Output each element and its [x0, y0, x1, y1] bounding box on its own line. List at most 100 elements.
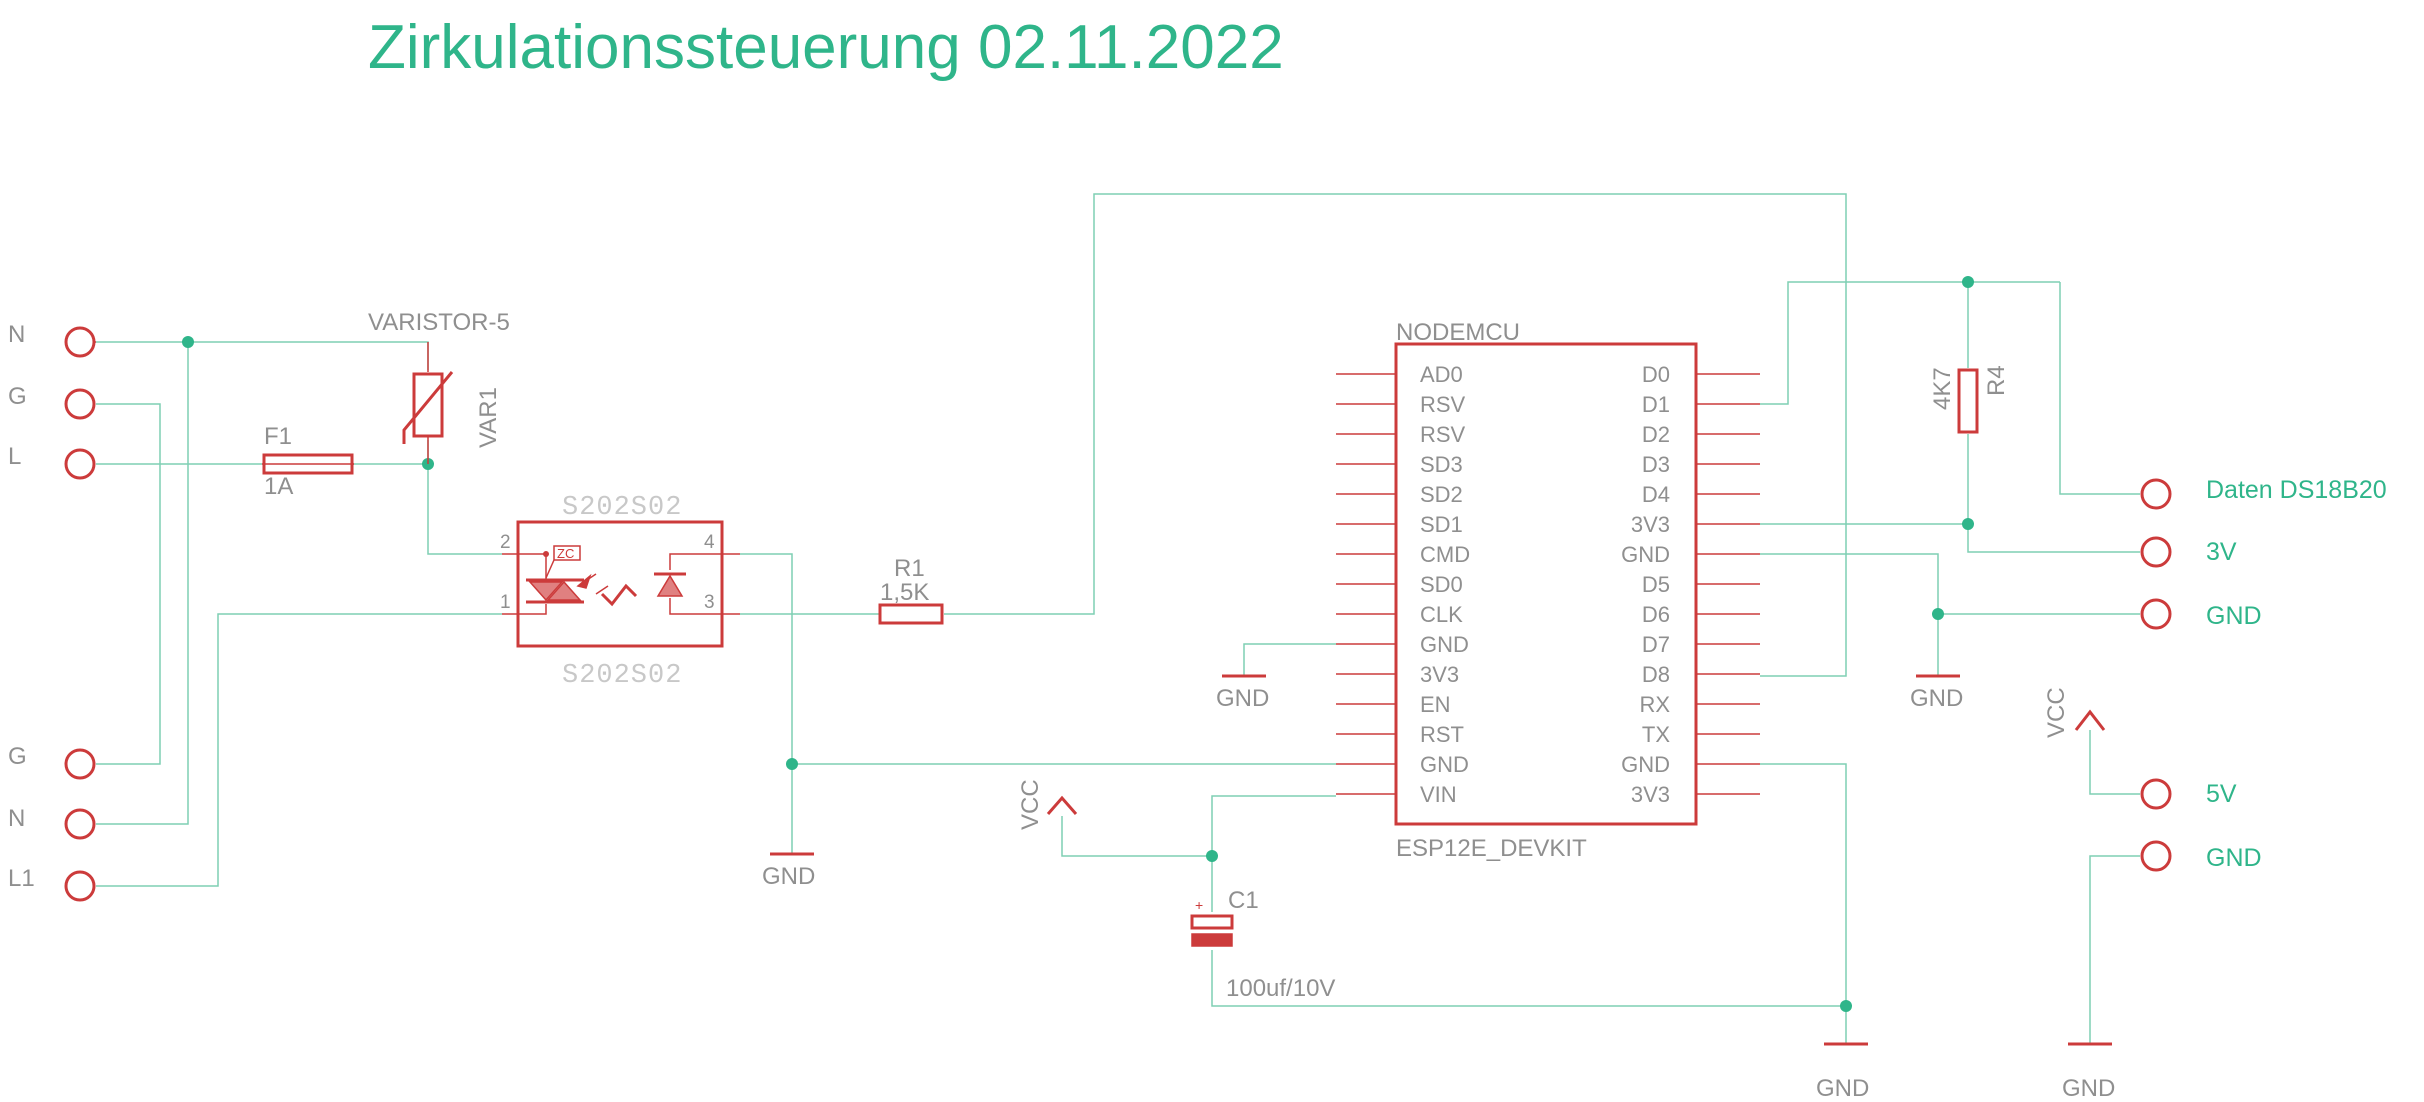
terminal-gnd-bottom[interactable]: GND: [2140, 840, 2262, 872]
r4-value: 4K7: [1929, 367, 1956, 410]
varistor-var1[interactable]: VARISTOR-5 VAR1: [368, 309, 510, 464]
ssr-pin-3: 3: [704, 592, 715, 613]
r1-name: R1: [894, 555, 925, 582]
schematic-title: Zirkulationssteuerung 02.11.2022: [368, 13, 1284, 82]
gnd-symbol-ssr: GND: [762, 852, 815, 890]
mcu-pin-label: RX: [1639, 692, 1670, 717]
ssr-pin-4: 4: [704, 532, 715, 553]
ssr-s202s02[interactable]: S202S02 S202S02 2 1 4 3 ZC: [500, 493, 740, 691]
mcu-pin-label: 3V3: [1631, 782, 1670, 807]
terminal-label: 3V: [2206, 538, 2237, 566]
terminal-n-top[interactable]: N: [8, 321, 96, 358]
varistor-value: VARISTOR-5: [368, 309, 510, 336]
ssr-label-bottom: S202S02: [562, 661, 682, 691]
mcu-pin-label: SD3: [1420, 452, 1463, 477]
mcu-pin-label: CMD: [1420, 542, 1470, 567]
varistor-name: VAR1: [475, 387, 502, 448]
mcu-pin-label: D0: [1642, 362, 1670, 387]
c1-polarity: +: [1195, 897, 1203, 913]
ssr-label-top: S202S02: [562, 493, 682, 523]
r1-value: 1,5K: [880, 579, 929, 606]
mcu-pin-label: EN: [1420, 692, 1451, 717]
vcc-label: VCC: [2043, 687, 2070, 738]
mcu-pin-label: 3V3: [1631, 512, 1670, 537]
vcc-symbol-cap: VCC: [1017, 779, 1078, 830]
mcu-pin-label: GND: [1621, 542, 1670, 567]
right-terminals: Daten DS18B20 3V GND 5V GND: [2140, 476, 2387, 872]
terminal-label: 5V: [2206, 780, 2237, 808]
ssr-pin-1: 1: [500, 592, 511, 613]
terminal-gnd-top[interactable]: GND: [2140, 598, 2262, 630]
c1-value: 100uf/10V: [1226, 975, 1335, 1002]
terminal-label: G: [8, 383, 27, 410]
mcu-pin-label: RST: [1420, 722, 1464, 747]
ssr-pin-2: 2: [500, 532, 511, 553]
gnd-label: GND: [1216, 685, 1269, 712]
gnd-symbol-bottom-center: GND: [1816, 1042, 1869, 1102]
junctions: [182, 276, 1974, 1012]
terminal-g-top[interactable]: G: [8, 383, 96, 420]
terminal-l1[interactable]: L1: [8, 865, 96, 902]
left-terminals: N G L G N L1: [8, 321, 96, 902]
mcu-pin-label: SD0: [1420, 572, 1463, 597]
mcu-pin-label: D1: [1642, 392, 1670, 417]
c1-name: C1: [1228, 887, 1259, 914]
mcu-pin-label: D5: [1642, 572, 1670, 597]
mcu-pin-label: RSV: [1420, 392, 1466, 417]
resistor-r4[interactable]: 4K7 R4: [1929, 365, 2010, 434]
gnd-label: GND: [762, 863, 815, 890]
mcu-pin-label: D8: [1642, 662, 1670, 687]
mcu-pin-label: RSV: [1420, 422, 1466, 447]
fuse-value: 1A: [264, 473, 293, 500]
terminal-label: Daten DS18B20: [2206, 476, 2387, 504]
mcu-pin-label: VIN: [1420, 782, 1457, 807]
mcu-pin-label: 3V3: [1420, 662, 1459, 687]
mcu-pin-label: GND: [1621, 752, 1670, 777]
gnd-symbol-esp-right: GND: [1910, 674, 1963, 712]
vcc-label: VCC: [1017, 779, 1044, 830]
mcu-pin-label: D7: [1642, 632, 1670, 657]
mcu-name: NODEMCU: [1396, 319, 1520, 346]
mcu-pin-label: D6: [1642, 602, 1670, 627]
mcu-pin-label: GND: [1420, 752, 1469, 777]
mcu-pin-label: AD0: [1420, 362, 1463, 387]
mcu-pin-label: TX: [1642, 722, 1670, 747]
capacitor-c1[interactable]: + C1 100uf/10V: [1190, 887, 1335, 1002]
terminal-label: L1: [8, 865, 35, 892]
mcu-pin-label: D4: [1642, 482, 1670, 507]
terminal-daten-ds18b20[interactable]: Daten DS18B20: [2140, 476, 2387, 510]
gnd-label: GND: [1910, 685, 1963, 712]
r4-name: R4: [1983, 365, 2010, 396]
terminal-label: L: [8, 443, 21, 470]
wires: [96, 193, 2140, 1044]
mcu-pin-label: SD2: [1420, 482, 1463, 507]
mcu-pin-label: D2: [1642, 422, 1670, 447]
terminal-label: N: [8, 321, 25, 348]
terminal-label: G: [8, 743, 27, 770]
mcu-pin-label: GND: [1420, 632, 1469, 657]
terminal-5v[interactable]: 5V: [2140, 778, 2237, 810]
terminal-3v[interactable]: 3V: [2140, 536, 2237, 568]
gnd-label: GND: [1816, 1075, 1869, 1102]
mcu-pin-label: SD1: [1420, 512, 1463, 537]
vcc-symbol-right: VCC: [2043, 687, 2106, 738]
ssr-zc-label: ZC: [557, 546, 574, 561]
fuse-name: F1: [264, 423, 292, 450]
terminal-label: N: [8, 805, 25, 832]
terminal-label: GND: [2206, 602, 2262, 630]
resistor-r1[interactable]: R1 1,5K: [878, 555, 944, 625]
terminal-label: GND: [2206, 844, 2262, 872]
mcu-pin-label: D3: [1642, 452, 1670, 477]
mcu-value: ESP12E_DEVKIT: [1396, 835, 1587, 862]
terminal-n-bottom[interactable]: N: [8, 805, 96, 840]
fuse-f1[interactable]: F1 1A: [262, 423, 354, 500]
terminal-l[interactable]: L: [8, 443, 96, 480]
gnd-label: GND: [2062, 1075, 2115, 1102]
gnd-symbol-esp-left: GND: [1216, 674, 1269, 712]
mcu-pin-label: CLK: [1420, 602, 1463, 627]
terminal-g-bottom[interactable]: G: [8, 743, 96, 780]
